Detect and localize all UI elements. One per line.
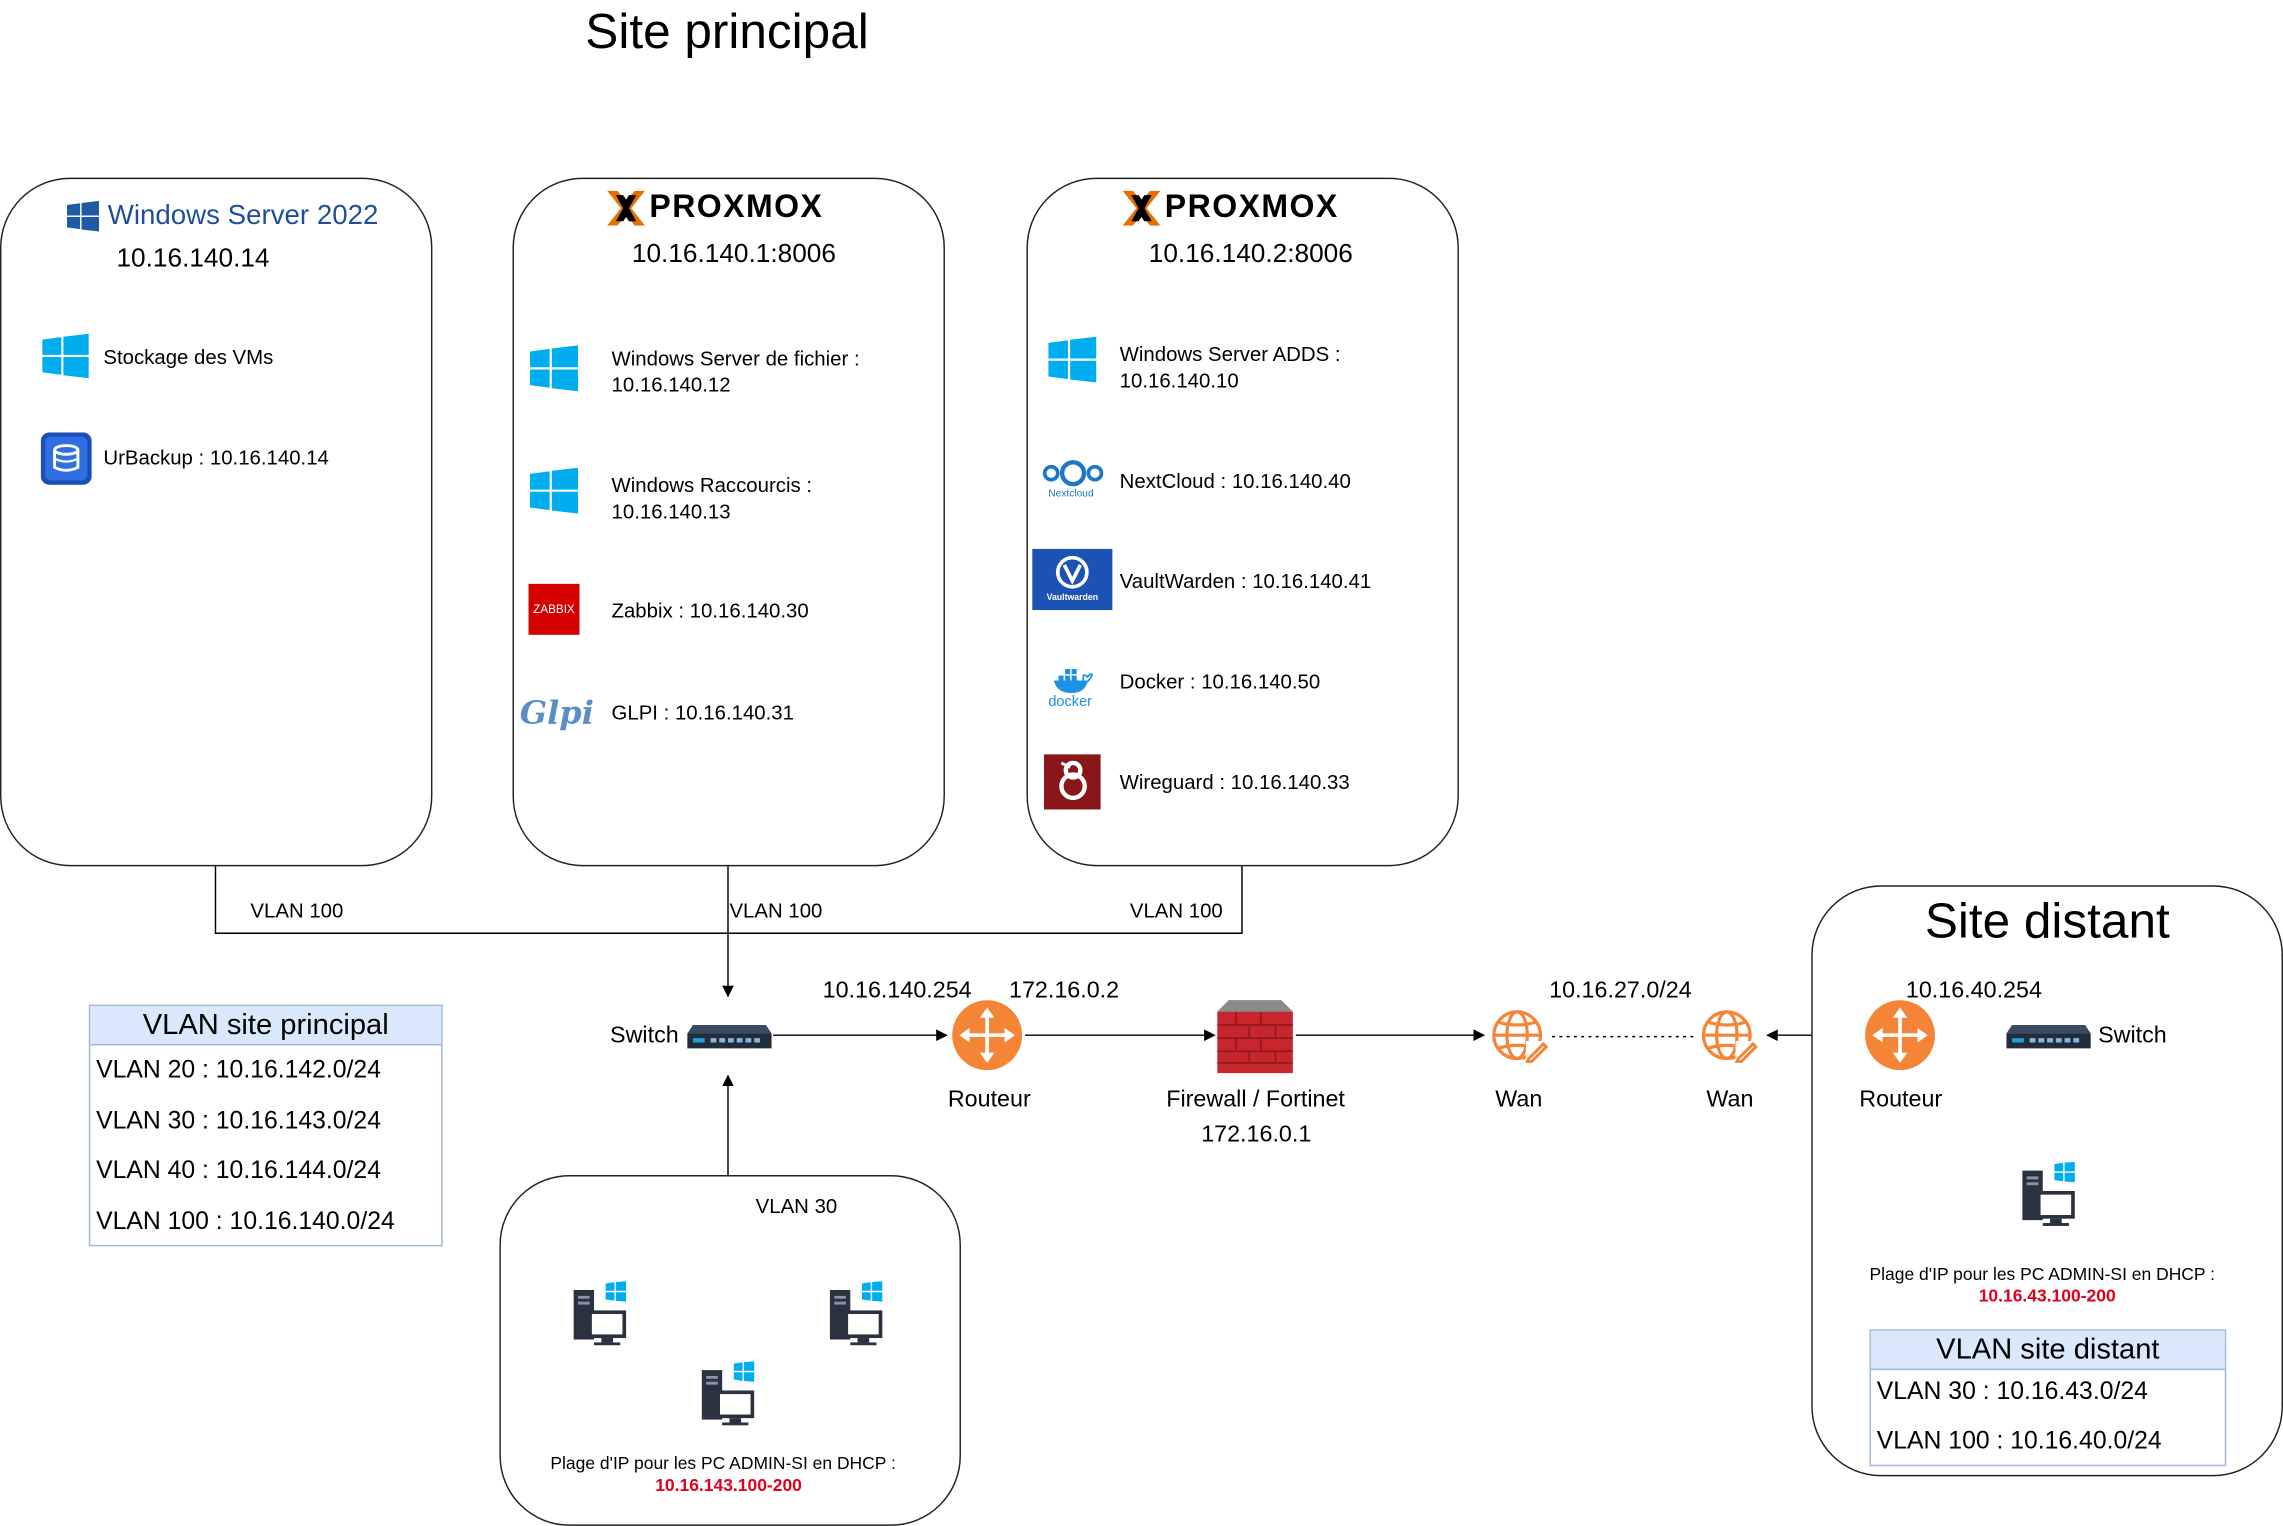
vlan100-label-b: VLAN 100: [729, 898, 823, 922]
router-remote-label: Routeur: [1859, 1087, 1943, 1113]
remote-site-title: Site distant: [1924, 893, 2170, 950]
wan-globe-icon: [1701, 1010, 1758, 1063]
proxmox2-item-2-label: VaultWarden : 10.16.140.41: [1119, 569, 1372, 593]
proxmox2-host-box: [1026, 177, 1459, 867]
ws2022-logo-text: Windows Server 2022: [107, 200, 379, 232]
proxmox2-item-3-label: Docker : 10.16.140.50: [1119, 669, 1321, 694]
wireguard-icon: [1043, 754, 1101, 810]
proxmox1-item-0-line2: 10.16.140.12: [611, 372, 731, 397]
proxmox2-item-1-label: NextCloud : 10.16.140.40: [1119, 468, 1351, 493]
windows-pc-icon: [701, 1361, 755, 1426]
proxmox1-logo-text: PROXMOX: [649, 187, 824, 225]
legend-main-title: VLAN site principal: [90, 1006, 442, 1046]
vaultwarden-logo-text: Vaultwarden: [1046, 594, 1099, 603]
wan-right-label: Wan: [1706, 1087, 1754, 1113]
router-main-label: Routeur: [947, 1087, 1031, 1113]
windows-icon: [529, 467, 579, 514]
firewall-ip: 172.16.0.1: [1201, 1122, 1312, 1148]
ws2022-host-box: [0, 177, 433, 867]
proxmox-x-icon: [607, 190, 646, 226]
ws2022-item-0-label: Stockage des VMs: [103, 345, 274, 369]
windows-icon: [529, 345, 579, 392]
nextcloud-icon: [1042, 460, 1104, 487]
dhcp-remote-label: Plage d'IP pour les PC ADMIN-SI en DHCP …: [1869, 1263, 2215, 1285]
proxmox1-item-1-line1: Windows Raccourcis :: [611, 473, 813, 497]
legend-remote-title: VLAN site distant: [1870, 1330, 2225, 1371]
vlan100-label-a: VLAN 100: [250, 898, 344, 922]
proxmox2-logo-text: PROXMOX: [1164, 187, 1339, 225]
router-icon: [1865, 1000, 1936, 1071]
proxmox2-ip: 10.16.140.2:8006: [1148, 238, 1353, 268]
proxmox1-host-box: [512, 177, 945, 867]
legend-remote-row: VLAN 30 : 10.16.43.0/24: [1876, 1377, 2148, 1406]
windows-pc-icon: [829, 1281, 883, 1346]
proxmox2-item-0-line1: Windows Server ADDS :: [1119, 342, 1341, 366]
legend-main-site: VLAN site principal VLAN 20 : 10.16.142.…: [88, 1004, 443, 1247]
proxmox2-item-4-label: Wireguard : 10.16.140.33: [1119, 770, 1350, 794]
ws2022-ip: 10.16.140.14: [116, 243, 270, 273]
vlan30-label: VLAN 30: [755, 1193, 838, 1218]
windows-icon: [42, 333, 89, 379]
legend-main-row: VLAN 100 : 10.16.140.0/24: [96, 1207, 395, 1235]
dhcp-main-label: Plage d'IP pour les PC ADMIN-SI en DHCP …: [550, 1453, 896, 1474]
docker-icon: [1054, 669, 1093, 694]
switch-icon: [687, 1025, 772, 1049]
legend-main-row: VLAN 20 : 10.16.142.0/24: [96, 1055, 381, 1084]
wan-left-label: Wan: [1495, 1087, 1543, 1113]
legend-remote-row: VLAN 100 : 10.16.40.0/24: [1876, 1426, 2162, 1455]
router-remote-ip: 10.16.40.254: [1905, 978, 2042, 1004]
switch-remote-label: Switch: [2098, 1023, 2167, 1049]
ws2022-item-1-label: UrBackup : 10.16.140.14: [103, 445, 329, 469]
proxmox1-item-2-label: Zabbix : 10.16.140.30: [611, 598, 809, 622]
legend-remote-site: VLAN site distant VLAN 30 : 10.16.43.0/2…: [1869, 1329, 2227, 1467]
proxmox1-item-3-label: GLPI : 10.16.140.31: [611, 700, 794, 724]
switch-icon: [2006, 1025, 2091, 1049]
router-main-ip-out: 172.16.0.2: [1009, 978, 1120, 1004]
proxmox1-ip: 10.16.140.1:8006: [631, 238, 836, 268]
proxmox1-item-1-line2: 10.16.140.13: [611, 499, 731, 523]
nextcloud-logo-text: Nextcloud: [1048, 489, 1094, 500]
proxmox1-item-0-line1: Windows Server de fichier :: [611, 346, 860, 370]
admin-pc-group-box: [499, 1174, 961, 1526]
zabbix-icon: ZABBIX: [528, 583, 580, 635]
vaultwarden-icon: Vaultwarden: [1032, 548, 1113, 611]
docker-logo-text: docker: [1048, 694, 1093, 711]
urbackup-icon: [40, 432, 92, 485]
glpi-icon: Glpi: [519, 694, 594, 733]
windows-pc-icon: [573, 1281, 627, 1346]
legend-main-row: VLAN 30 : 10.16.143.0/24: [96, 1106, 381, 1135]
dhcp-main-range: 10.16.143.100-200: [655, 1474, 802, 1496]
main-site-title: Site principal: [585, 4, 869, 60]
proxmox2-item-0-line2: 10.16.140.10: [1119, 368, 1239, 392]
wan-globe-icon: [1492, 1010, 1549, 1063]
wan-subnet-label: 10.16.27.0/24: [1549, 978, 1692, 1004]
firewall-icon: [1217, 1000, 1293, 1074]
router-icon: [952, 1000, 1023, 1071]
legend-main-row: VLAN 40 : 10.16.144.0/24: [96, 1156, 381, 1184]
windows-pc-icon: [2022, 1161, 2075, 1226]
windows-logo-icon: [66, 200, 100, 232]
vlan100-label-c: VLAN 100: [1129, 898, 1223, 922]
dhcp-remote-range: 10.16.43.100-200: [1978, 1285, 2116, 1307]
proxmox-x-icon: [1122, 190, 1161, 226]
switch-main-label: Switch: [610, 1023, 679, 1049]
router-main-ip-in: 10.16.140.254: [822, 978, 972, 1004]
firewall-label: Firewall / Fortinet: [1166, 1087, 1345, 1113]
windows-icon: [1048, 336, 1097, 383]
